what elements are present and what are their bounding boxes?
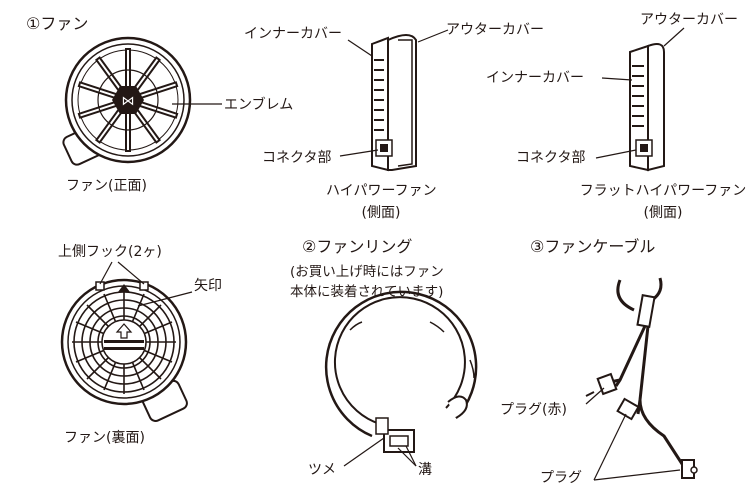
svg-text:⋈: ⋈ [122, 94, 135, 109]
flat-fan-side-illustration [629, 43, 665, 172]
inner-cover-label: インナーカバー [244, 26, 342, 42]
plug-label: プラグ [540, 470, 582, 486]
fan-front-illustration: ⋈ [62, 36, 192, 166]
plug-red-label: プラグ(赤) [500, 402, 567, 418]
high-power-fan-side-illustration [371, 34, 417, 172]
high-power-fan-sub-caption: (側面) [361, 205, 401, 221]
groove-label: 溝 [418, 462, 432, 478]
flat-inner-cover-label: インナーカバー [486, 70, 584, 86]
connector-label: コネクタ部 [262, 150, 332, 166]
fan-back-illustration [60, 278, 188, 422]
emblem-label: エンブレム [224, 97, 294, 113]
high-power-fan-caption: ハイパワーファン [326, 183, 437, 199]
flat-outer-cover-label: アウターカバー [640, 12, 738, 28]
outer-cover-label: アウターカバー [446, 22, 544, 38]
flat-connector-label: コネクタ部 [516, 150, 586, 166]
fan-ring-note-line2: 本体に装着されています) [290, 284, 444, 300]
fan-cable-illustration [585, 277, 698, 479]
fan-ring-note-line1: (お買い上げ時にはファン [290, 264, 444, 280]
fan-ring-section-title: ②ファンリング [302, 237, 413, 256]
flat-fan-caption: フラットハイパワーファン [579, 183, 747, 199]
claw-label: ツメ [308, 462, 336, 478]
arrow-mark-label: 矢印 [194, 278, 222, 294]
fan-ring-illustration [324, 290, 478, 453]
fan-back-caption: ファン(裏面) [64, 430, 145, 446]
fan-cable-section-title: ③ファンケーブル [530, 237, 656, 256]
flat-fan-sub-caption: (側面) [643, 205, 683, 221]
fan-front-caption: ファン(正面) [66, 178, 147, 194]
fan-section-title: ①ファン [26, 14, 89, 33]
upper-hooks-label: 上側フック(2ヶ) [58, 244, 162, 260]
